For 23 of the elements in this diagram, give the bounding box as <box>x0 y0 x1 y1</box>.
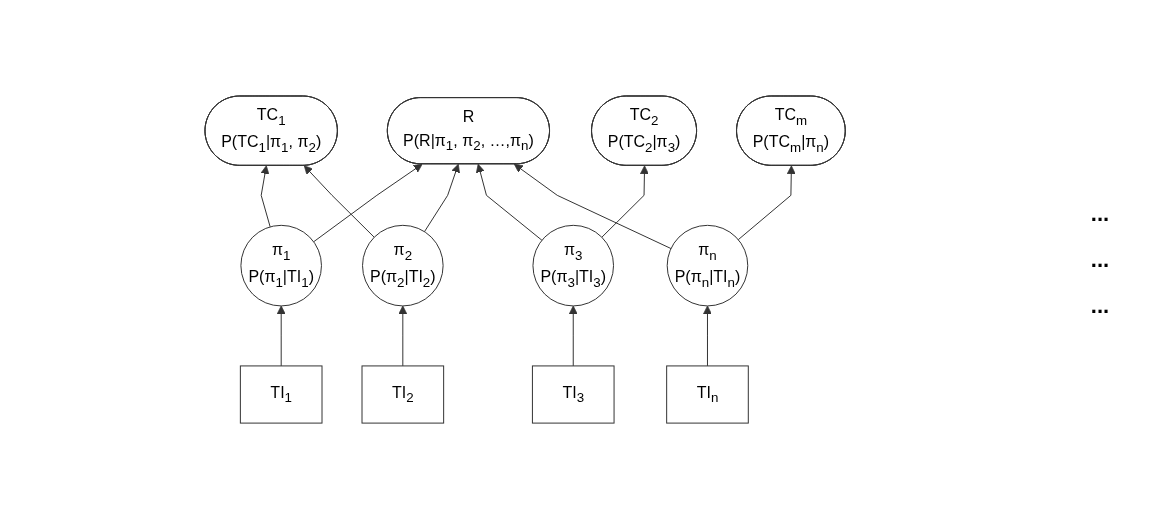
arrow <box>276 305 286 367</box>
ellipsis-label: ... <box>1090 200 1110 227</box>
ellipsis-label: ... <box>1090 246 1110 273</box>
arrow <box>601 165 649 238</box>
node-box: TI$_{1}$ <box>239 365 323 424</box>
node-circle: π$_{1}$ P(π$_{1}$|TI$_{1}$) <box>240 224 322 307</box>
arrow <box>475 163 543 241</box>
arrow <box>737 165 796 241</box>
arrow <box>568 305 578 367</box>
arrow <box>423 163 460 233</box>
node-circle: π$_{3}$ P(π$_{3}$|TI$_{3}$) <box>532 224 614 307</box>
arrow <box>260 165 271 228</box>
arrow <box>313 163 423 243</box>
arrow <box>513 163 672 249</box>
node-box: TI$_{3}$ <box>531 365 615 424</box>
node-circle: π$_{2}$ P(π$_{2}$|TI$_{2}$) <box>361 224 444 307</box>
arrow <box>398 305 408 367</box>
arrow <box>303 165 375 238</box>
arrow <box>702 305 712 367</box>
node-circle: π$_{n}$ P(π$_{n}$|TI$_{n}$) <box>666 224 749 307</box>
node-box: TI$_{2}$ <box>361 365 444 424</box>
ellipsis-label: ... <box>1090 292 1110 319</box>
node-box: TI$_{n}$ <box>666 365 749 424</box>
